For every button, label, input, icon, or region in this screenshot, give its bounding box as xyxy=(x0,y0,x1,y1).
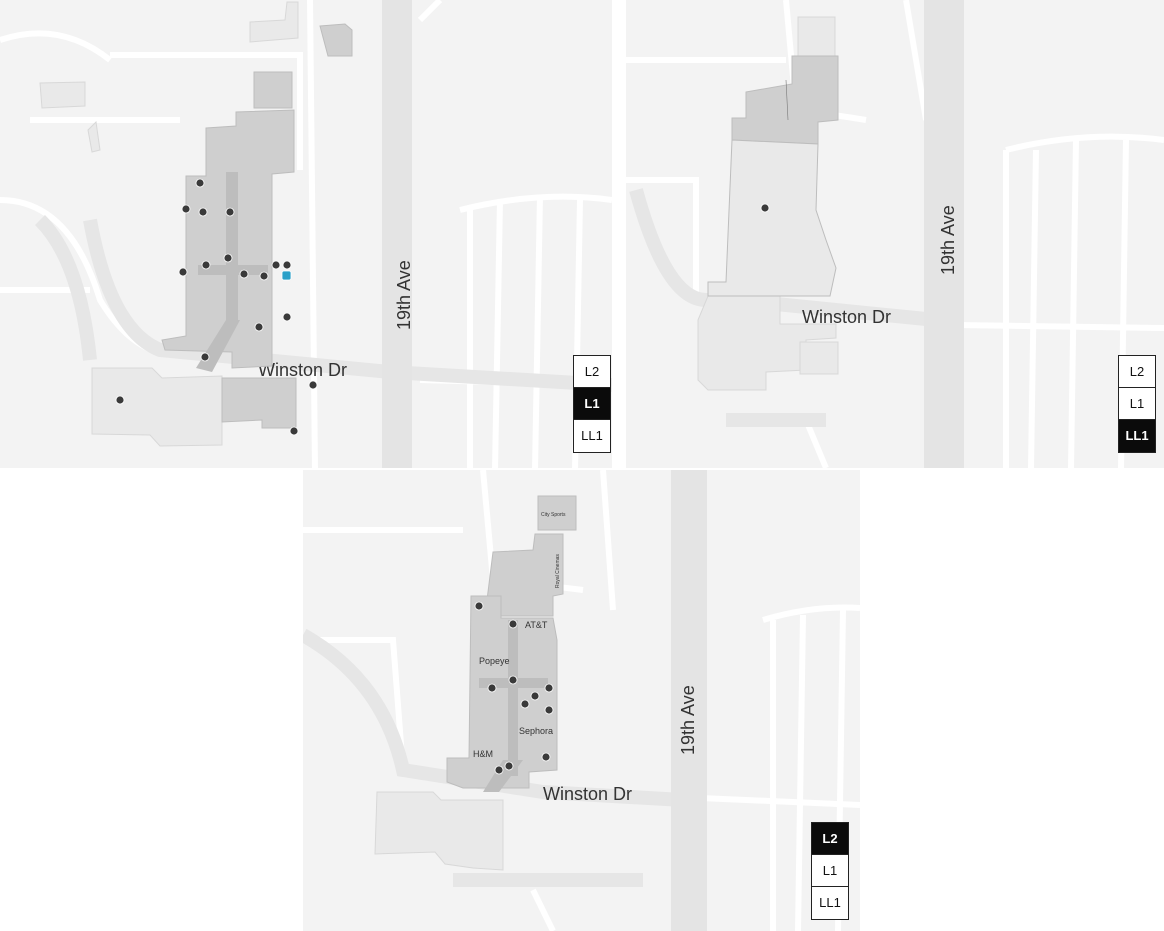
poi-marker[interactable] xyxy=(508,619,518,629)
poi-marker[interactable] xyxy=(178,267,188,277)
level-switcher-l2: L2 L1 LL1 xyxy=(811,822,849,920)
store-label-hm[interactable]: H&M xyxy=(473,749,493,759)
poi-markers[interactable] xyxy=(115,178,318,436)
elevator-icon[interactable] xyxy=(281,270,292,281)
map-canvas-l2[interactable]: 19th Ave Winston Dr City Sports Royal Ci… xyxy=(303,470,860,931)
poi-marker[interactable] xyxy=(494,765,504,775)
poi-marker[interactable] xyxy=(544,683,554,693)
road-label-19th-ave: 19th Ave xyxy=(678,685,698,755)
road-label-winston-dr: Winston Dr xyxy=(258,360,347,380)
poi-marker[interactable] xyxy=(223,253,233,263)
road-19th-ave xyxy=(671,470,707,931)
store-label-att[interactable]: AT&T xyxy=(525,620,548,630)
poi-marker[interactable] xyxy=(195,178,205,188)
poi-marker[interactable] xyxy=(760,203,770,213)
map-panel-l2[interactable]: 19th Ave Winston Dr City Sports Royal Ci… xyxy=(303,470,860,931)
level-switcher-ll1: L2 L1 LL1 xyxy=(1118,355,1156,453)
poi-marker[interactable] xyxy=(282,260,292,270)
poi-marker[interactable] xyxy=(201,260,211,270)
map-canvas-ll1[interactable]: 19th Ave Winston Dr xyxy=(626,0,1164,468)
poi-marker[interactable] xyxy=(259,271,269,281)
level-button-l1[interactable]: L1 xyxy=(574,388,610,420)
poi-marker[interactable] xyxy=(239,269,249,279)
road-19th-ave xyxy=(924,0,964,468)
poi-marker[interactable] xyxy=(289,426,299,436)
poi-marker[interactable] xyxy=(544,705,554,715)
level-button-l2[interactable]: L2 xyxy=(812,823,848,855)
store-label-popeye[interactable]: Popeye xyxy=(479,656,510,666)
road-19th-ave xyxy=(382,0,412,468)
map-canvas-l1[interactable]: 19th Ave Winston Dr xyxy=(0,0,612,468)
poi-marker[interactable] xyxy=(504,761,514,771)
mall-building-l1 xyxy=(161,23,353,429)
poi-marker[interactable] xyxy=(254,322,264,332)
poi-marker[interactable] xyxy=(225,207,235,217)
level-button-ll1[interactable]: LL1 xyxy=(581,428,603,443)
poi-marker[interactable] xyxy=(181,204,191,214)
store-outline xyxy=(785,79,789,121)
anchor-building-ll1 xyxy=(707,139,837,297)
poi-marker[interactable] xyxy=(508,675,518,685)
surrounding-buildings xyxy=(39,1,299,447)
poi-marker[interactable] xyxy=(474,601,484,611)
road-label-winston-dr: Winston Dr xyxy=(802,307,891,327)
major-roads xyxy=(34,215,612,392)
poi-markers[interactable] xyxy=(474,601,554,775)
map-panel-l1[interactable]: 19th Ave Winston Dr xyxy=(0,0,612,468)
surrounding-buildings xyxy=(697,16,839,391)
road-label-19th-ave: 19th Ave xyxy=(938,205,958,275)
road-label-winston-dr: Winston Dr xyxy=(543,784,632,804)
poi-marker[interactable] xyxy=(530,691,540,701)
level-button-ll1[interactable]: LL1 xyxy=(1119,420,1155,452)
store-label-sephora[interactable]: Sephora xyxy=(519,726,553,736)
minor-roads xyxy=(303,470,860,931)
map-panel-ll1[interactable]: 19th Ave Winston Dr L2 L1 LL1 xyxy=(626,0,1164,468)
store-label-royal-cinemas[interactable]: Royal Cinemas xyxy=(555,554,561,588)
level-button-l1[interactable]: L1 xyxy=(1119,388,1155,420)
poi-marker[interactable] xyxy=(200,352,210,362)
major-roads xyxy=(303,628,684,887)
level-button-l2[interactable]: L2 xyxy=(574,356,610,388)
poi-marker[interactable] xyxy=(115,395,125,405)
road-label-19th-ave: 19th Ave xyxy=(394,260,414,330)
poi-marker[interactable] xyxy=(308,380,318,390)
poi-marker[interactable] xyxy=(520,699,530,709)
level-button-ll1[interactable]: LL1 xyxy=(819,895,841,910)
minor-roads xyxy=(626,0,1164,468)
poi-marker[interactable] xyxy=(487,683,497,693)
mall-building-l2 xyxy=(446,495,577,789)
level-switcher-l1: L2 L1 LL1 xyxy=(573,355,611,453)
store-label-city-sports[interactable]: City Sports xyxy=(541,512,566,518)
level-button-l2[interactable]: L2 xyxy=(1119,356,1155,388)
poi-marker[interactable] xyxy=(271,260,281,270)
poi-marker[interactable] xyxy=(198,207,208,217)
poi-marker[interactable] xyxy=(282,312,292,322)
poi-marker[interactable] xyxy=(541,752,551,762)
mall-building-ll1 xyxy=(731,55,839,145)
level-button-l1[interactable]: L1 xyxy=(812,855,848,887)
